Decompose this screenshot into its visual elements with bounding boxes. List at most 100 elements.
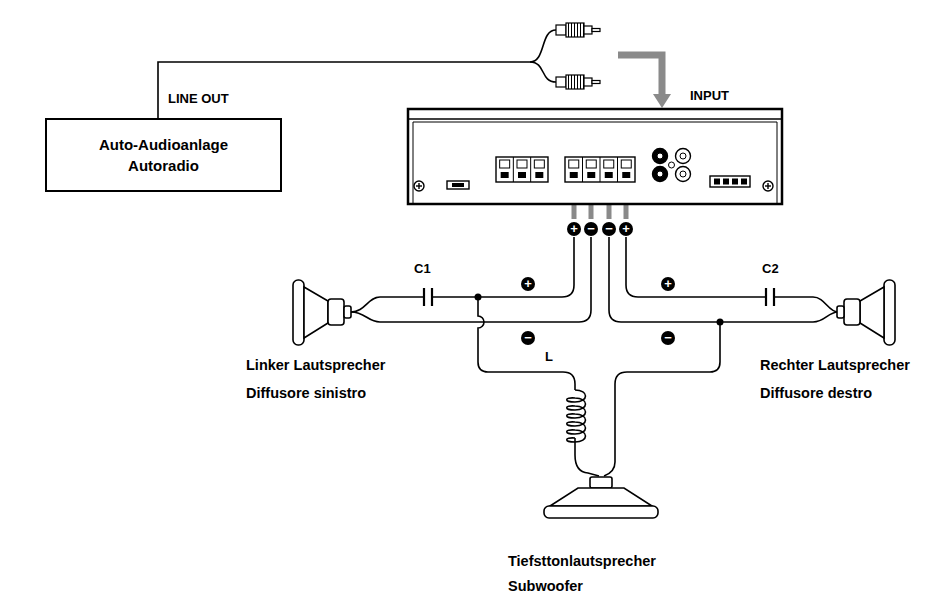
polarity-sign: − xyxy=(584,222,598,236)
speaker xyxy=(293,280,304,345)
terminal-screw xyxy=(621,160,631,168)
screw xyxy=(767,183,768,189)
screw xyxy=(763,181,773,191)
rca-jack xyxy=(680,171,686,177)
speaker xyxy=(344,306,351,318)
terminal-slot xyxy=(605,172,613,178)
rca-jack xyxy=(657,171,663,177)
speaker xyxy=(293,280,895,345)
rca-cable xyxy=(530,30,556,62)
housing-edge xyxy=(413,122,777,123)
speaker-wire xyxy=(813,312,838,322)
speaker xyxy=(304,287,328,338)
speaker-wire xyxy=(380,237,591,322)
terminal-screw xyxy=(500,160,510,168)
junction-dot xyxy=(717,319,724,326)
speaker xyxy=(860,287,884,338)
fuse xyxy=(447,181,469,189)
capacitor-symbol xyxy=(424,288,774,306)
screw xyxy=(669,162,675,168)
housing-edge xyxy=(777,122,778,204)
amplifier-housing xyxy=(407,108,784,206)
speaker-label: Rechter Lautsprecher xyxy=(760,357,910,374)
junction-dot xyxy=(475,294,482,301)
amplifier: INPUT xyxy=(407,108,784,206)
terminal-screw xyxy=(534,160,544,168)
polarity-sign: + xyxy=(661,277,675,291)
polarity-sign: − xyxy=(602,222,616,236)
speaker-wire xyxy=(351,312,380,322)
rca-plug xyxy=(584,26,592,34)
terminal-slot xyxy=(622,172,630,178)
rca-jack xyxy=(676,167,691,182)
polarity-sign: + xyxy=(521,277,535,291)
speaker-wire xyxy=(604,322,720,476)
connector-pin xyxy=(723,179,729,185)
speaker xyxy=(837,306,844,318)
speaker xyxy=(328,299,344,325)
speaker xyxy=(844,299,860,325)
terminal-block xyxy=(496,157,548,182)
arrow-head xyxy=(653,94,671,108)
terminal-block xyxy=(617,157,618,182)
terminal-screw xyxy=(569,160,579,168)
connector-pin xyxy=(732,179,738,185)
polarity-sign: − xyxy=(521,331,535,345)
port-label: INPUT xyxy=(690,88,729,103)
terminal-block xyxy=(582,157,583,182)
box-label: Auto-Audioanlage Autoradio xyxy=(79,134,249,176)
speaker xyxy=(884,280,895,345)
connector-pin xyxy=(741,179,747,185)
polarity-sign: + xyxy=(567,222,581,236)
terminal-block xyxy=(530,157,531,182)
terminal-slot xyxy=(570,172,578,178)
speaker-wire xyxy=(609,237,813,322)
capacitor-symbol xyxy=(765,288,767,306)
audio-unit-box: Auto-Audioanlage Autoradio xyxy=(45,118,282,192)
port-label: LINE OUT xyxy=(168,92,229,107)
terminal-slot xyxy=(518,172,526,178)
rca-plug xyxy=(592,29,600,32)
speaker-wire xyxy=(380,296,424,298)
rca-plug xyxy=(566,75,584,89)
capacitor-symbol xyxy=(431,288,433,306)
terminal-screw xyxy=(586,160,596,168)
polarity-sign: − xyxy=(661,331,675,345)
speaker-wire xyxy=(351,297,380,312)
rca-cable xyxy=(530,62,556,82)
rca-plug xyxy=(592,81,600,84)
connection-arrow xyxy=(618,55,662,96)
rca-jack xyxy=(680,153,686,159)
component-label: L xyxy=(545,350,553,365)
speaker-wire xyxy=(478,297,575,390)
housing-edge xyxy=(413,122,414,204)
screw xyxy=(418,183,419,189)
component-label: C1 xyxy=(414,262,431,277)
screw xyxy=(414,181,424,191)
connector-pin xyxy=(714,179,720,185)
rca-jack xyxy=(657,153,663,159)
subwoofer-speaker xyxy=(544,506,658,518)
speaker-wire xyxy=(351,237,838,476)
component-label: C2 xyxy=(762,262,779,277)
rca-plug xyxy=(566,23,584,37)
terminal-block xyxy=(600,157,601,182)
rca-jack xyxy=(676,149,691,164)
housing-edge xyxy=(408,118,782,119)
terminal-screw xyxy=(517,160,527,168)
polarity-sign: + xyxy=(619,222,633,236)
connector xyxy=(710,176,750,187)
rca-cable xyxy=(530,30,556,82)
speaker-wire xyxy=(626,237,766,297)
terminal-slot xyxy=(501,172,509,178)
terminal-block xyxy=(565,157,635,182)
subwoofer-speaker xyxy=(590,477,612,488)
speaker-wire xyxy=(774,296,813,298)
speaker-wire xyxy=(813,297,838,312)
rca-jack xyxy=(653,167,668,182)
speaker-label: Diffusore destro xyxy=(760,385,872,402)
